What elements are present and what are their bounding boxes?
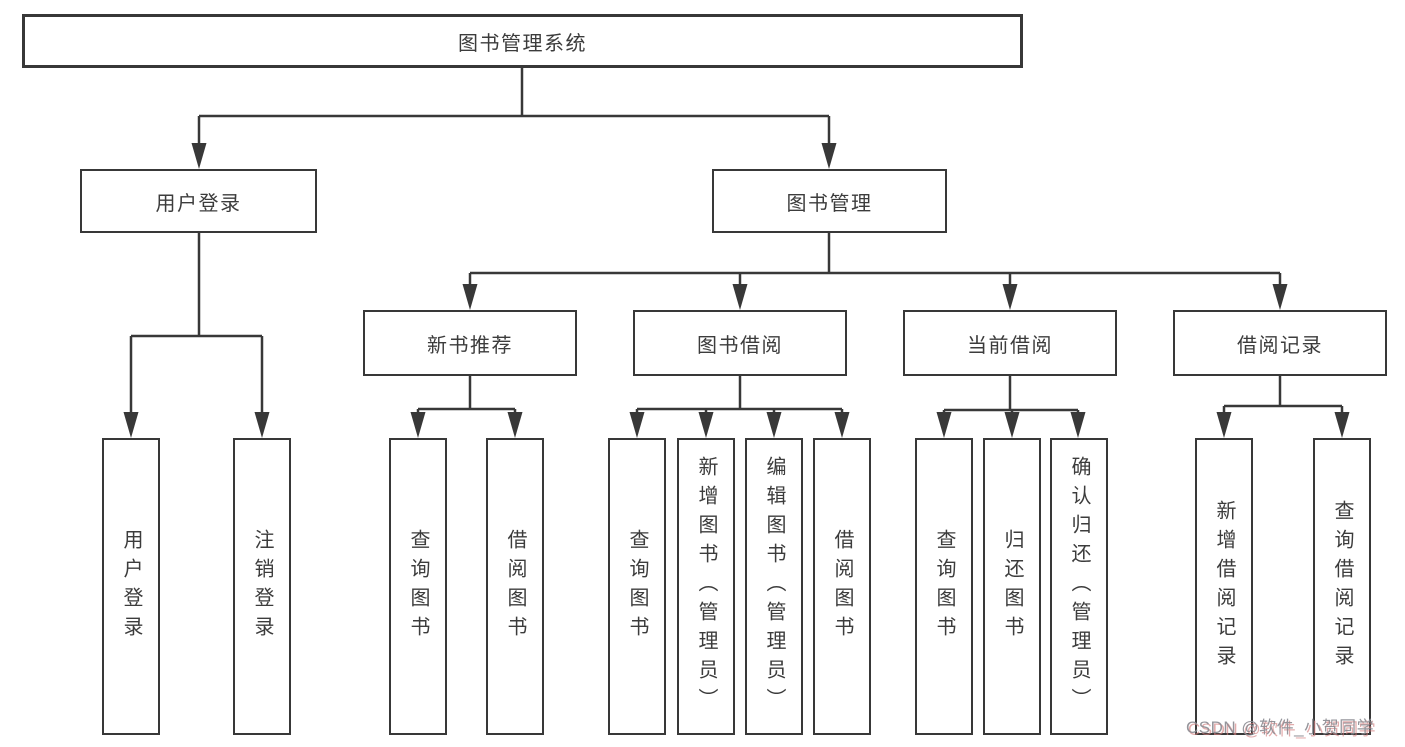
arrowhead-nb-borrow bbox=[507, 412, 523, 438]
leaf-borrow-books: 借阅图书 bbox=[813, 438, 871, 735]
leaf-query-books-current-label: 查询图书 bbox=[933, 528, 955, 645]
node-current-borrow: 当前借阅 bbox=[903, 310, 1117, 376]
arrowhead-bb-add bbox=[698, 412, 714, 438]
leaf-query-books-recommend: 查询图书 bbox=[389, 438, 447, 735]
arrowhead-bb-borrow bbox=[834, 412, 850, 438]
arrowhead-borrow-records bbox=[1272, 284, 1288, 310]
arrowhead-bb-edit bbox=[766, 412, 782, 438]
node-book-management: 图书管理 bbox=[712, 169, 947, 233]
node-borrow-records-label: 借阅记录 bbox=[1237, 334, 1323, 357]
arrowhead-book-management bbox=[821, 143, 837, 169]
leaf-user-login-label: 用户登录 bbox=[120, 528, 142, 645]
leaf-edit-book-admin: 编辑图书（管理员） bbox=[745, 438, 803, 735]
leaf-query-borrow-record: 查询借阅记录 bbox=[1313, 438, 1371, 735]
leaf-query-books-recommend-label: 查询图书 bbox=[407, 528, 429, 645]
arrowhead-new-book bbox=[462, 284, 478, 310]
leaf-return-books-label: 归还图书 bbox=[1001, 528, 1023, 645]
leaf-query-books-current: 查询图书 bbox=[915, 438, 973, 735]
node-book-borrow-label: 图书借阅 bbox=[697, 334, 783, 357]
leaf-logout: 注销登录 bbox=[233, 438, 291, 735]
node-root-label: 图书管理系统 bbox=[458, 32, 587, 55]
leaf-add-borrow-record-label: 新增借阅记录 bbox=[1213, 499, 1235, 674]
leaf-edit-book-admin-label: 编辑图书（管理员） bbox=[763, 456, 785, 717]
leaf-add-book-admin-label: 新增图书（管理员） bbox=[695, 456, 717, 717]
arrowhead-leaf-user-login bbox=[123, 412, 139, 438]
arrowheads bbox=[123, 143, 1350, 438]
leaf-confirm-return-admin-label: 确认归还（管理员） bbox=[1068, 456, 1090, 717]
node-book-borrow: 图书借阅 bbox=[633, 310, 847, 376]
arrowhead-br-query bbox=[1334, 412, 1350, 438]
leaf-query-books-borrow-label: 查询图书 bbox=[626, 528, 648, 645]
csdn-watermark: CSDN @软件_小贺同学 bbox=[1186, 718, 1375, 737]
node-user-login-label: 用户登录 bbox=[155, 192, 242, 215]
arrowhead-br-add bbox=[1216, 412, 1232, 438]
leaf-add-book-admin: 新增图书（管理员） bbox=[677, 438, 735, 735]
node-book-management-label: 图书管理 bbox=[786, 192, 873, 215]
node-root-system: 图书管理系统 bbox=[22, 14, 1023, 68]
node-new-book-recommend: 新书推荐 bbox=[363, 310, 577, 376]
arrowhead-cb-query bbox=[936, 412, 952, 438]
leaf-query-borrow-record-label: 查询借阅记录 bbox=[1331, 499, 1353, 674]
arrowhead-book-borrow bbox=[732, 284, 748, 310]
leaf-borrow-books-recommend: 借阅图书 bbox=[486, 438, 544, 735]
leaf-query-books-borrow: 查询图书 bbox=[608, 438, 666, 735]
leaf-borrow-books-label: 借阅图书 bbox=[831, 528, 853, 645]
leaf-add-borrow-record: 新增借阅记录 bbox=[1195, 438, 1253, 735]
arrowhead-cb-confirm bbox=[1070, 412, 1086, 438]
node-current-borrow-label: 当前借阅 bbox=[967, 334, 1053, 357]
arrowhead-nb-query bbox=[410, 412, 426, 438]
node-user-login: 用户登录 bbox=[80, 169, 317, 233]
leaf-return-books: 归还图书 bbox=[983, 438, 1041, 735]
arrowhead-current-borrow bbox=[1002, 284, 1018, 310]
arrowhead-leaf-logout bbox=[254, 412, 270, 438]
arrowhead-cb-return bbox=[1004, 412, 1020, 438]
leaf-user-login: 用户登录 bbox=[102, 438, 160, 735]
node-borrow-records: 借阅记录 bbox=[1173, 310, 1387, 376]
leaf-borrow-books-recommend-label: 借阅图书 bbox=[504, 528, 526, 645]
arrowhead-bb-query bbox=[629, 412, 645, 438]
leaf-confirm-return-admin: 确认归还（管理员） bbox=[1050, 438, 1108, 735]
leaf-logout-label: 注销登录 bbox=[251, 528, 273, 645]
arrowhead-user-login bbox=[191, 143, 207, 169]
node-new-book-recommend-label: 新书推荐 bbox=[427, 334, 513, 357]
